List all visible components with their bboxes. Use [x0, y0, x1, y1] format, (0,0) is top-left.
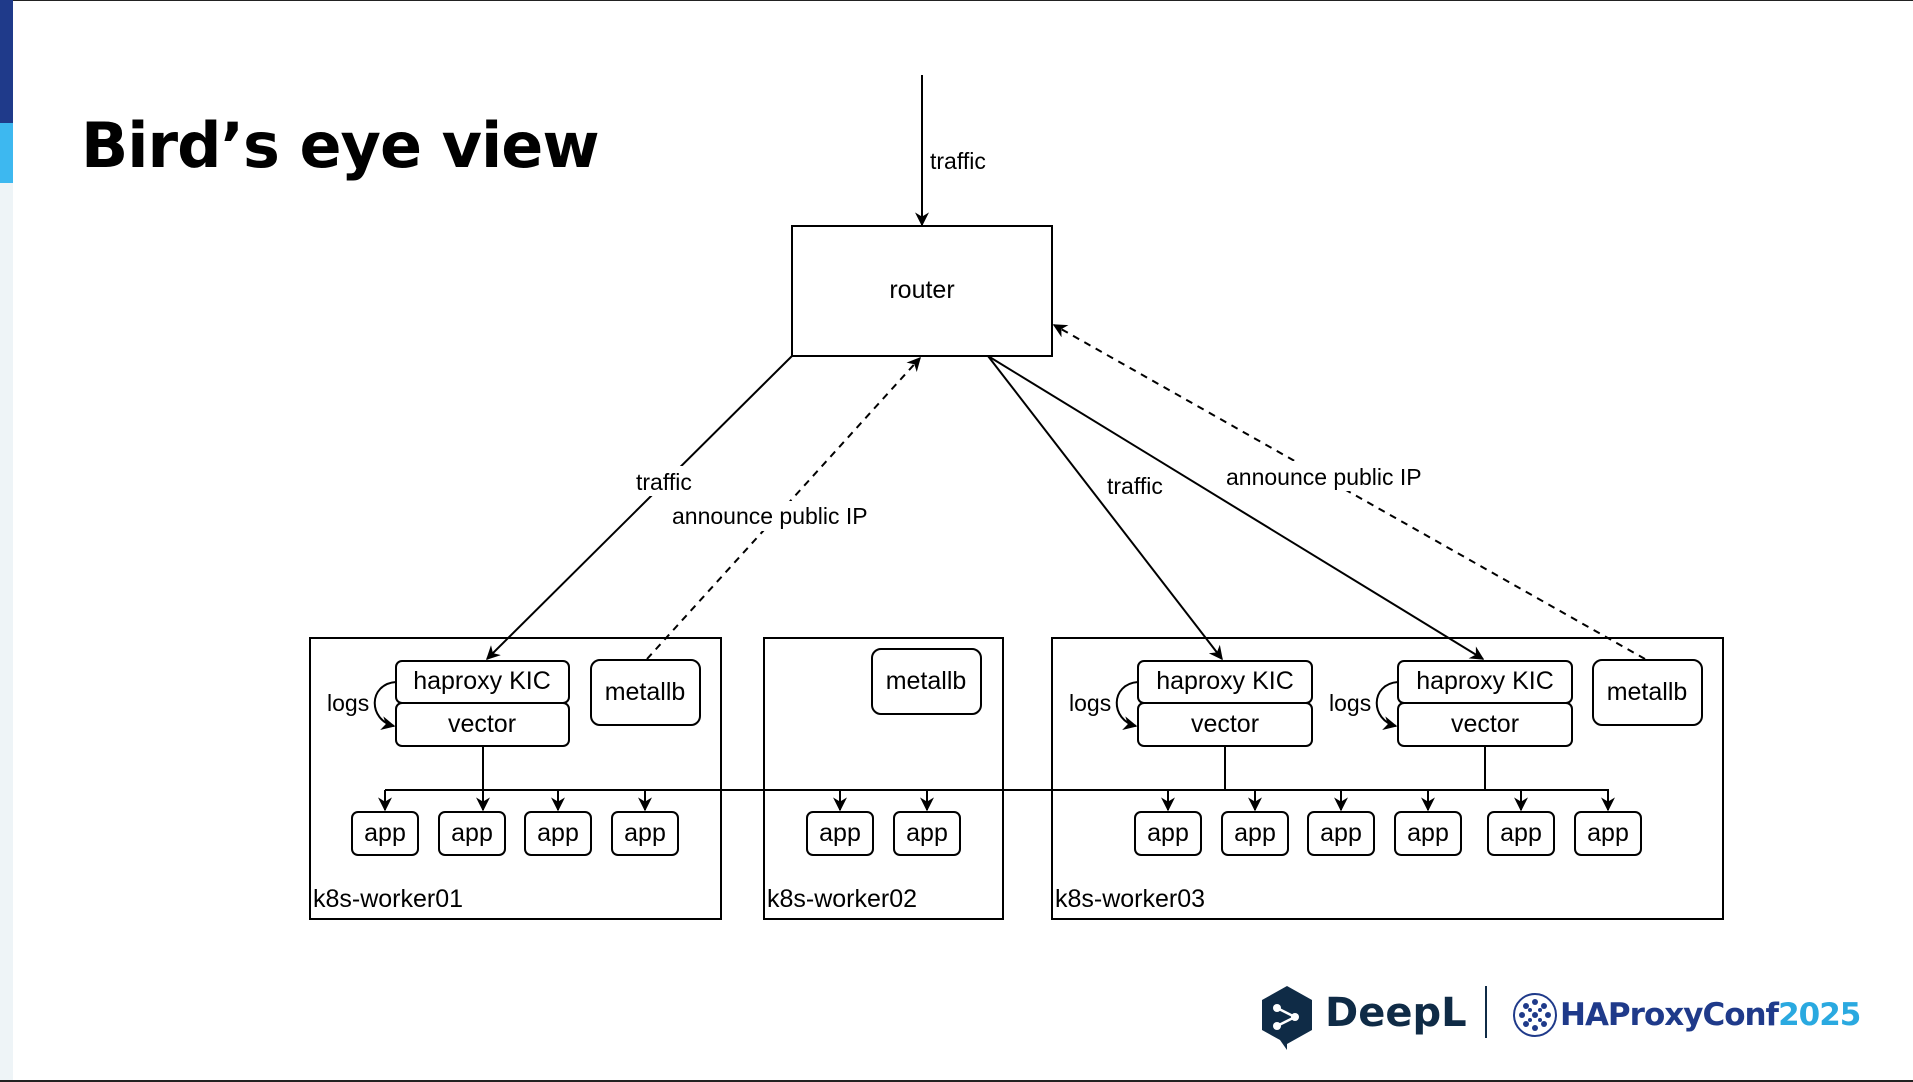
slide-bottom-border [0, 1080, 1913, 1082]
app-label: app [537, 819, 579, 847]
deepl-logo-text: DeepL [1325, 990, 1467, 1036]
accent-bar-dark [0, 0, 13, 123]
app-label: app [451, 819, 493, 847]
kic-label-worker03-1: haproxy KIC [1156, 667, 1294, 695]
accent-bar-pale [0, 183, 13, 1080]
announce-arrow-worker01 [646, 356, 921, 660]
app-label: app [819, 819, 861, 847]
vector-label-worker03-2: vector [1451, 710, 1519, 738]
logs-label-worker03-2: logs [1329, 690, 1371, 716]
ingress-traffic-label: traffic [930, 148, 986, 174]
metallb-label-worker03: metallb [1607, 678, 1688, 706]
traffic-arrow-worker03-kic1 [987, 355, 1223, 661]
logo-divider [1485, 986, 1487, 1038]
app-box [438, 811, 506, 856]
slide-title: Bird’s eye view [81, 109, 600, 182]
announce-label-worker01: announce public IP [672, 503, 868, 529]
announce-label-worker03: announce public IP [1226, 464, 1422, 490]
app-box [1394, 811, 1462, 856]
slide-top-border [0, 0, 1913, 1]
worker01-box [309, 637, 722, 920]
app-box [1487, 811, 1555, 856]
app-box [524, 811, 592, 856]
app-label: app [1407, 819, 1449, 847]
deepl-logo-icon [1262, 986, 1312, 1050]
app-label: app [1500, 819, 1542, 847]
metallb-box-worker03 [1592, 659, 1703, 726]
app-box [893, 811, 961, 856]
haproxy-logo-icon [1513, 993, 1557, 1037]
worker-name-label: k8s-worker01 [313, 885, 463, 913]
haproxyconf-year: 2025 [1778, 997, 1861, 1033]
worker-name-label: k8s-worker03 [1055, 885, 1205, 913]
worker-name-label: k8s-worker02 [767, 885, 917, 913]
haproxyconf-logo-text: HAProxyConf2025 [1560, 997, 1861, 1033]
accent-bar-light [0, 123, 13, 183]
logs-arrow-worker03-1 [1115, 681, 1139, 730]
vector-label-worker03-1: vector [1191, 710, 1259, 738]
router-label: router [889, 276, 954, 304]
traffic-arrow-worker01 [486, 355, 793, 660]
footer-logos: DeepL HAProxyConf2025 [1260, 980, 1880, 1050]
traffic-label-worker03: traffic [1107, 473, 1163, 499]
traffic-arrow-worker03-kic2 [987, 355, 1485, 660]
worker03-box [1051, 637, 1724, 920]
app-box [1307, 811, 1375, 856]
announce-arrow-worker03 [1052, 324, 1646, 660]
app-box [806, 811, 874, 856]
metallb-box-worker01 [590, 659, 701, 726]
router-box [791, 225, 1053, 357]
app-label: app [364, 819, 406, 847]
haproxyconf-name: HAProxyConf [1560, 997, 1779, 1033]
app-box [351, 811, 419, 856]
logs-arrow-worker03-2 [1375, 681, 1399, 730]
app-label: app [1234, 819, 1276, 847]
logs-label-worker01: logs [327, 690, 369, 716]
traffic-label-worker01: traffic [636, 469, 692, 495]
logs-arrow-worker01 [373, 681, 397, 730]
kic-label-worker03-2: haproxy KIC [1416, 667, 1554, 695]
app-label: app [1587, 819, 1629, 847]
app-box [1574, 811, 1642, 856]
app-label: app [1320, 819, 1362, 847]
app-label: app [624, 819, 666, 847]
app-label: app [906, 819, 948, 847]
app-box [1221, 811, 1289, 856]
metallb-box-worker02 [871, 648, 982, 715]
logs-label-worker03-1: logs [1069, 690, 1111, 716]
worker02-box [763, 637, 1004, 920]
metallb-label-worker02: metallb [886, 667, 967, 695]
kic-label-worker01: haproxy KIC [413, 667, 551, 695]
app-box [1134, 811, 1202, 856]
app-box [611, 811, 679, 856]
vector-label-worker01: vector [448, 710, 516, 738]
app-label: app [1147, 819, 1189, 847]
metallb-label-worker01: metallb [605, 678, 686, 706]
